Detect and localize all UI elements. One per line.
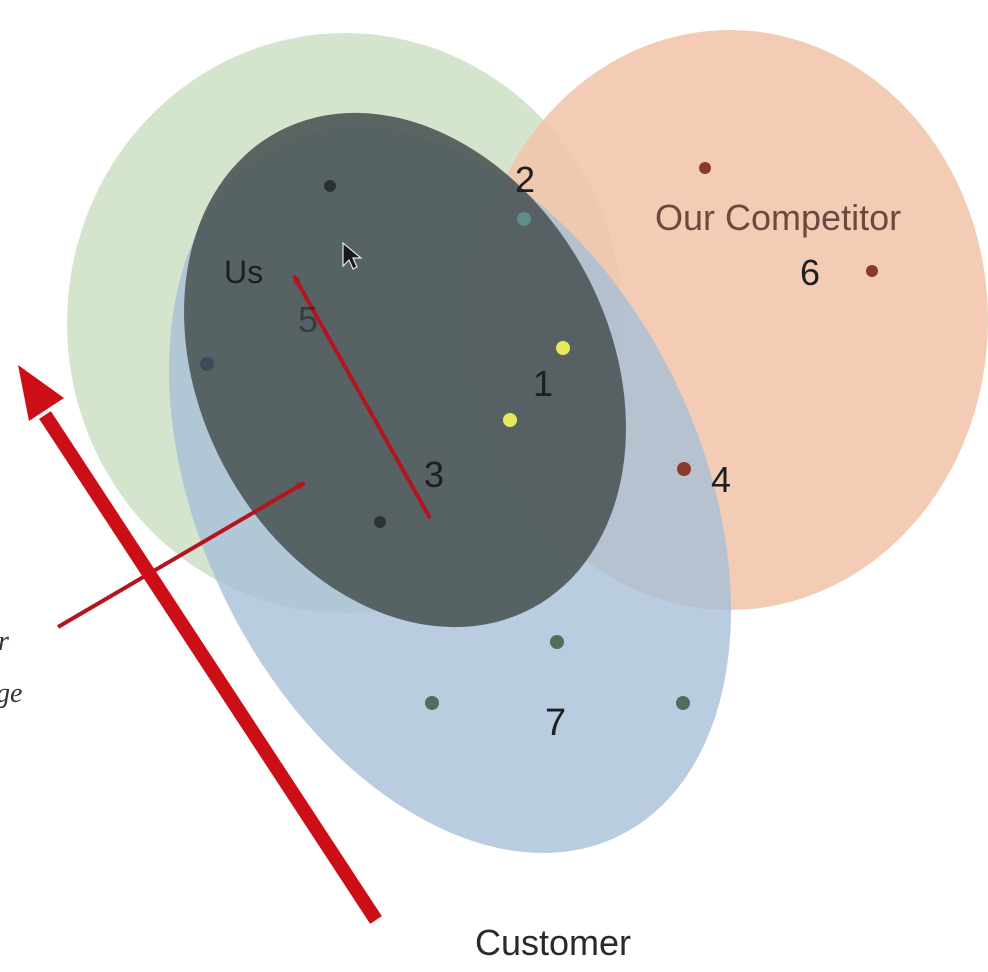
region-markers (200, 162, 878, 710)
marker-dot (550, 635, 564, 649)
marker-dot (324, 180, 336, 192)
marker-dot (676, 696, 690, 710)
marker-dot (425, 696, 439, 710)
region-label-4: 4 (711, 459, 731, 500)
highlighted-overlap-region (184, 112, 626, 628)
customer-label: Customer (475, 922, 631, 963)
region-label-6: 6 (800, 252, 820, 293)
region-label-3: 3 (424, 454, 444, 495)
thick-red-arrow-head (18, 365, 64, 421)
marker-dot (866, 265, 878, 277)
thin-arrow-to-us (292, 274, 432, 519)
thin-arrow-from-left (56, 481, 306, 629)
us-label: Us (224, 254, 263, 290)
thick-red-arrow-shaft (39, 411, 382, 924)
left-edge-text-1: r (0, 626, 9, 657)
region-label-1: 1 (533, 363, 553, 404)
marker-dot (517, 212, 531, 226)
cursor-pointer-icon (342, 241, 363, 270)
marker-dot (200, 357, 214, 371)
region-label-2: 2 (515, 159, 535, 200)
left-edge-text-2: ge (0, 678, 22, 709)
region-label-5: 5 (298, 299, 318, 340)
region-label-7: 7 (545, 702, 566, 744)
marker-dot (374, 516, 386, 528)
marker-dot (556, 341, 570, 355)
marker-dot (699, 162, 711, 174)
marker-dot (503, 413, 517, 427)
competitor-label: Our Competitor (655, 197, 901, 238)
marker-dot (677, 462, 691, 476)
